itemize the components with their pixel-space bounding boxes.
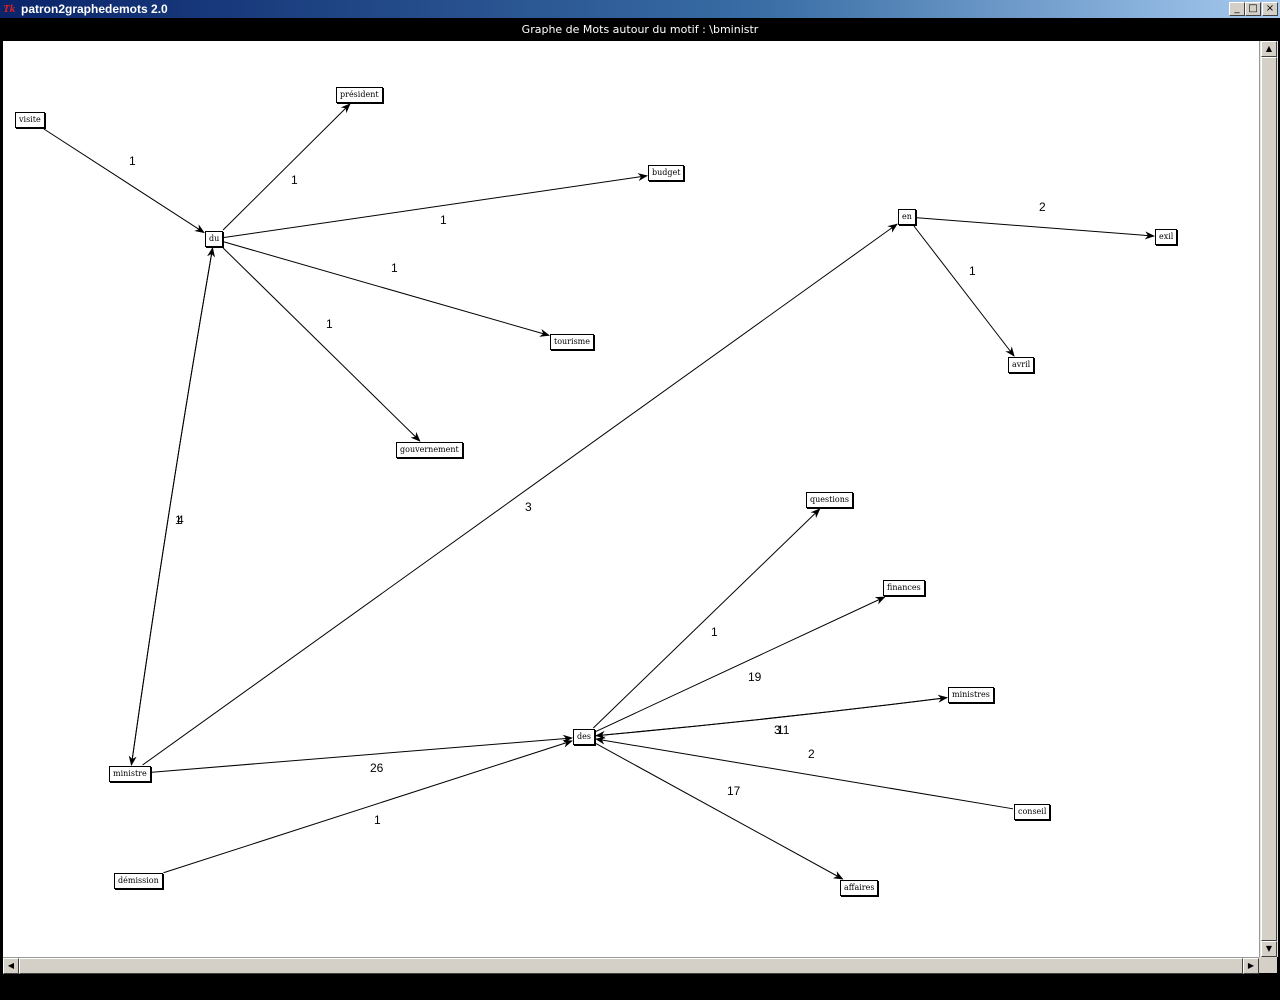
graph-edge-demission-des — [163, 739, 573, 874]
graph-edge-des-finances — [595, 596, 886, 732]
scroll-up-button[interactable]: ▲ — [1261, 41, 1277, 57]
graph-edge-des-ministres — [595, 694, 948, 737]
graph-edge-label: 1 — [326, 317, 333, 331]
graph-edge-label: 1 — [711, 625, 718, 639]
vertical-scroll-thumb[interactable] — [1261, 57, 1277, 941]
tk-feather-icon: Tk — [3, 3, 16, 15]
horizontal-scroll-thumb[interactable] — [19, 958, 1243, 974]
scrollbar-corner — [1259, 957, 1277, 973]
graph-node-demission[interactable]: démission — [114, 873, 163, 889]
graph-node-exil[interactable]: exil — [1155, 229, 1178, 245]
graph-node-budget[interactable]: budget — [648, 165, 685, 181]
window-title: patron2graphedemots 2.0 — [21, 2, 168, 16]
graph-edge-label: 1 — [969, 264, 976, 278]
graph-edge-label: 11 — [777, 723, 790, 737]
graph-edge-ministre-en — [142, 223, 898, 766]
graph-node-gouvernement[interactable]: gouvernement — [396, 442, 463, 458]
graph-node-affaires[interactable]: affaires — [840, 880, 879, 896]
graph-edge-des-questions — [592, 508, 821, 729]
graph-edge-label: 3 — [525, 500, 532, 514]
graph-edge-label: 2 — [808, 747, 815, 761]
graph-node-des[interactable]: des — [573, 729, 595, 745]
graph-node-ministres[interactable]: ministres — [948, 687, 994, 703]
graph-edge-label: 19 — [748, 670, 762, 684]
scroll-down-button[interactable]: ▼ — [1261, 941, 1277, 957]
graph-node-du[interactable]: du — [205, 231, 224, 247]
graph-edge-ministres-des — [595, 697, 948, 739]
graph-edge-label: 1 — [175, 513, 182, 527]
vertical-scrollbar[interactable]: ▲ ▼ — [1259, 41, 1278, 957]
scroll-right-button[interactable]: ▶ — [1243, 958, 1259, 974]
graph-edge-label: 1 — [291, 173, 298, 187]
graph-edge-label: 2 — [1039, 200, 1046, 214]
graph-node-president[interactable]: président — [336, 87, 383, 103]
maximize-button[interactable]: □ — [1245, 2, 1261, 16]
graph-node-conseil[interactable]: conseil — [1014, 804, 1051, 820]
graph-edge-conseil-des — [595, 736, 1014, 810]
graph-node-ministre[interactable]: ministre — [109, 766, 151, 782]
graph-edge-label: 4 — [177, 513, 184, 527]
graph-edge-des-affaires — [595, 743, 844, 880]
graph-node-tourisme[interactable]: tourisme — [550, 334, 594, 350]
graph-edge-label: 17 — [727, 784, 741, 798]
scroll-left-button[interactable]: ◀ — [3, 958, 19, 974]
window-titlebar: Tk patron2graphedemots 2.0 _ □ × — [0, 0, 1280, 18]
graph-edge-du-budget — [223, 173, 648, 239]
graph-edge-du-president — [222, 103, 351, 231]
graph-node-visite[interactable]: visite — [15, 112, 45, 128]
graph-edge-visite-du — [43, 128, 205, 234]
graph-edge-en-exil — [916, 217, 1155, 240]
graph-edge-ministre-du — [130, 247, 215, 766]
graph-edge-label: 1 — [129, 154, 136, 168]
graph-edge-label: 1 — [440, 213, 447, 227]
horizontal-scrollbar[interactable]: ◀ ▶ — [3, 957, 1259, 974]
graph-edge-du-tourisme — [223, 241, 550, 337]
graph-edge-label: 3 — [774, 723, 781, 737]
graph-edge-label: 1 — [374, 813, 381, 827]
graph-node-avril[interactable]: avril — [1008, 357, 1035, 373]
close-button[interactable]: × — [1262, 2, 1278, 16]
graph-edge-ministre-des — [151, 734, 573, 773]
graph-node-en[interactable]: en — [898, 209, 916, 225]
graph-edge-du-gouvernement — [222, 247, 421, 442]
graph-edge-en-avril — [913, 225, 1015, 357]
graph-title: Graphe de Mots autour du motif : \bminis… — [521, 23, 759, 36]
graph-edge-du-ministre — [128, 247, 214, 766]
minimize-button[interactable]: _ — [1229, 2, 1245, 16]
graph-node-finances[interactable]: finances — [883, 580, 925, 596]
graph-edge-label: 26 — [370, 761, 384, 775]
graph-edge-label: 1 — [391, 261, 398, 275]
graph-node-questions[interactable]: questions — [806, 492, 853, 508]
